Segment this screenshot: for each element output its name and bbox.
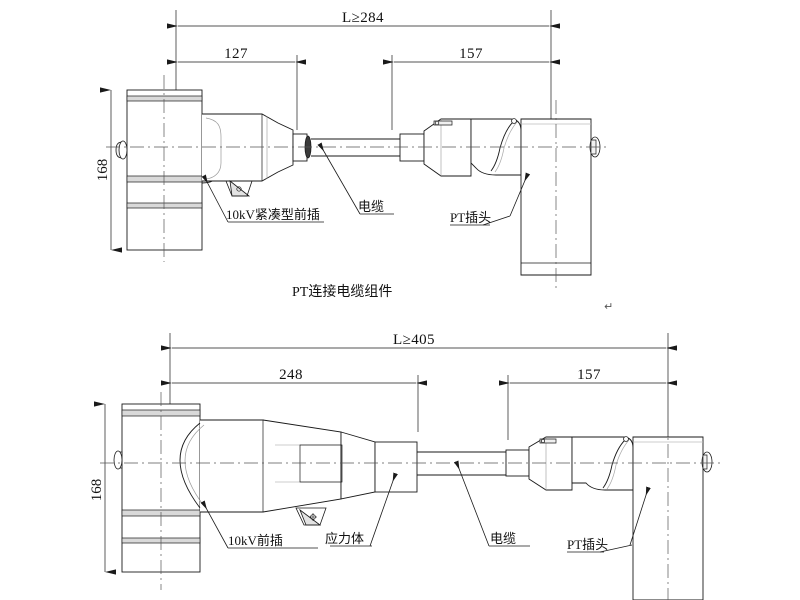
top-dim-left xyxy=(167,55,306,130)
top-label-pt-plug: PT插头 xyxy=(450,210,491,225)
top-height-dimension-text: 168 xyxy=(95,159,111,182)
top-label-cable: 电缆 xyxy=(358,199,384,214)
bottom-dim-right xyxy=(499,375,677,440)
top-right-bushing xyxy=(520,118,601,276)
top-left-bushing xyxy=(115,89,203,251)
bottom-stress-cone xyxy=(295,431,418,526)
top-dim-right xyxy=(383,55,560,130)
bottom-dim-left xyxy=(161,375,427,432)
paragraph-return-mark: ↵ xyxy=(604,300,613,313)
bottom-centerlines xyxy=(100,392,722,600)
top-assembly-group xyxy=(100,10,608,290)
bottom-label-front-plug: 10kV前插 xyxy=(228,533,283,548)
bottom-label-pt-plug: PT插头 xyxy=(567,537,608,552)
top-right-pt-plug xyxy=(399,118,522,177)
top-left-elbow-plug xyxy=(201,113,312,197)
bottom-right-dimension-text: 157 xyxy=(577,367,601,383)
top-label-front-plug: 10kV紧凑型前插 xyxy=(226,207,320,222)
bottom-height-dimension-text: 168 xyxy=(89,479,105,502)
bottom-label-stress-cone: 应力体 xyxy=(325,531,364,546)
top-right-dimension-text: 157 xyxy=(459,46,483,62)
top-dim-overall xyxy=(167,10,560,128)
top-overall-dimension-text: L≥284 xyxy=(342,10,384,26)
bottom-label-cable: 电缆 xyxy=(490,531,516,546)
top-leaders xyxy=(201,142,531,226)
top-assembly-caption: PT连接电缆组件 xyxy=(292,283,392,300)
top-left-dimension-text: 127 xyxy=(224,46,248,62)
bottom-right-bushing xyxy=(632,436,713,600)
bottom-overall-dimension-text: L≥405 xyxy=(393,332,435,348)
bottom-assembly-group xyxy=(94,333,722,600)
bottom-leaders xyxy=(200,460,651,553)
bottom-left-dimension-text: 248 xyxy=(279,367,303,383)
bottom-front-plug xyxy=(179,419,342,513)
top-centerlines xyxy=(106,75,608,290)
bottom-cable xyxy=(417,451,508,476)
